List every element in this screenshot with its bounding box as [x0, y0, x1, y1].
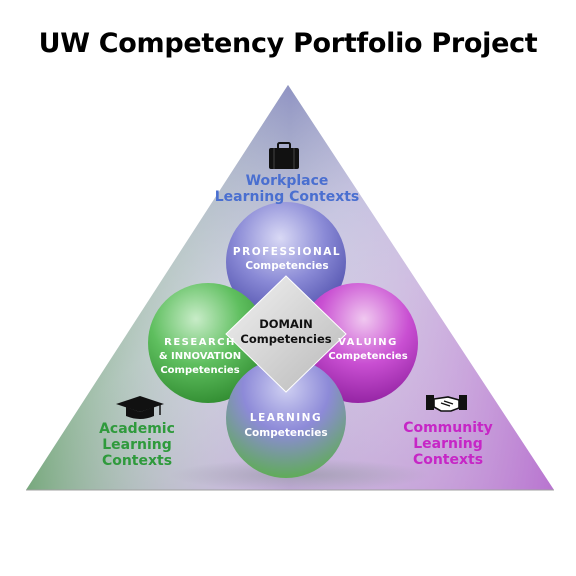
handshake-icon [426, 395, 467, 412]
research-competencies-label: RESEARCH & INNOVATION Competencies [159, 337, 241, 376]
academic-context-line-3: Contexts [102, 453, 172, 469]
professional-sphere [226, 202, 346, 322]
research-competencies-line-2: & INNOVATION [159, 351, 241, 362]
domain-competencies-line-1: DOMAIN [259, 317, 313, 331]
learning-competencies-line-2: Competencies [244, 427, 327, 439]
page-title: UW Competency Portfolio Project [38, 28, 538, 59]
research-competencies-line-1: RESEARCH [164, 337, 236, 348]
academic-context-line-2: Learning [102, 437, 172, 453]
research-sphere [148, 283, 268, 403]
learning-sphere [226, 358, 346, 478]
graduation-cap-icon [116, 396, 164, 419]
domain-competencies-line-2: Competencies [240, 332, 331, 346]
professional-competencies-line-2: Competencies [245, 260, 328, 272]
professional-competencies-line-1: PROFESSIONAL [233, 246, 341, 258]
professional-competencies-label: PROFESSIONAL Competencies [233, 246, 341, 272]
research-competencies-line-3: Competencies [160, 365, 239, 376]
community-context-line-1: Community [403, 420, 493, 436]
workplace-context-line-1: Workplace [246, 173, 329, 189]
valuing-competencies-line-1: VALUING [338, 337, 398, 348]
valuing-competencies-line-2: Competencies [328, 351, 407, 362]
community-context-line-3: Contexts [413, 452, 483, 468]
learning-competencies-label: LEARNING Competencies [244, 412, 327, 439]
learning-competencies-line-1: LEARNING [250, 412, 322, 424]
valuing-sphere [298, 283, 418, 403]
workplace-context-line-2: Learning Contexts [215, 189, 360, 205]
academic-context-line-1: Academic [99, 421, 175, 437]
valuing-competencies-label: VALUING Competencies [328, 337, 407, 362]
briefcase-icon [269, 142, 299, 169]
domain-diamond [225, 275, 347, 393]
community-context-line-2: Learning [413, 436, 483, 452]
